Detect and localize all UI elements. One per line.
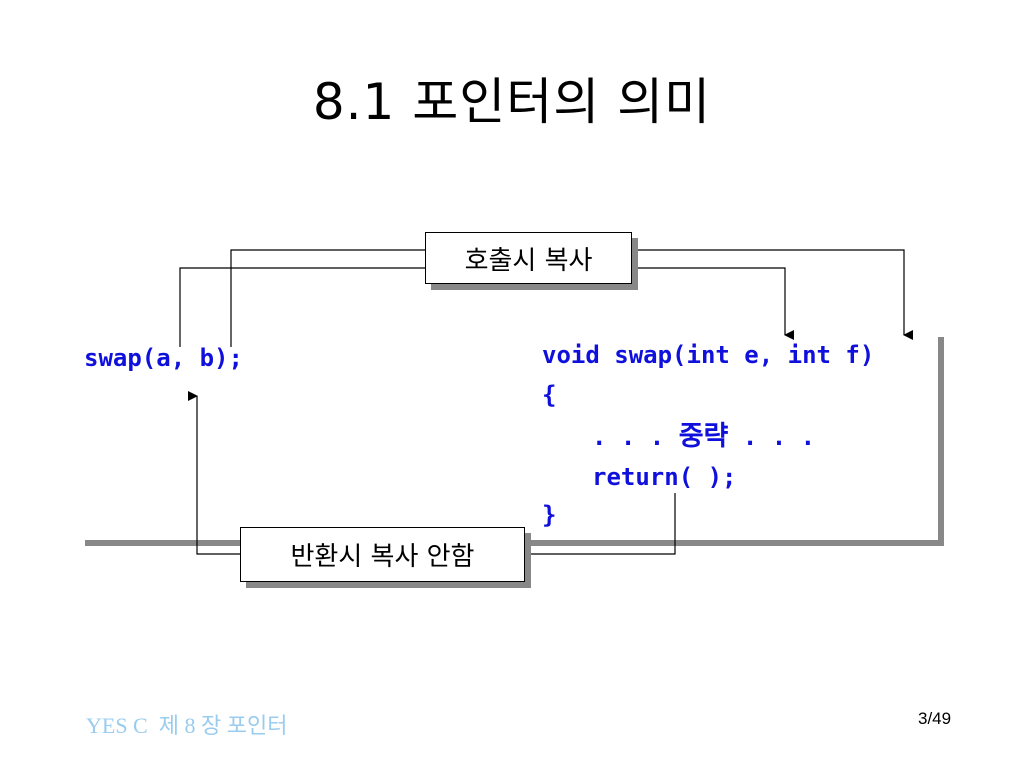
callee-signature: void swap(int e, int f) (542, 341, 875, 369)
caller-code: swap(a, b); (84, 344, 243, 372)
callee-return: return( ); (592, 463, 737, 491)
callee-close-brace: } (542, 501, 557, 529)
return-no-copy-label: 반환시 복사 안함 (240, 527, 525, 582)
call-arrow-e (630, 267, 794, 340)
call-copy-label: 호출시 복사 (425, 232, 632, 284)
slide-title: 8.1 포인터의 의미 (312, 73, 712, 131)
return-arrow (188, 391, 240, 555)
call-arrow-f (630, 249, 913, 340)
footer-chapter: YES C 제 8 장 포인터 (86, 713, 288, 738)
callee-open-brace: { (542, 381, 557, 409)
body-prefix: . . . (592, 423, 679, 451)
callee-body-line: . . . 중략 . . . (592, 422, 815, 452)
page-number: 3/49 (918, 709, 952, 728)
return-line (522, 493, 676, 555)
body-suffix: . . . (728, 423, 816, 451)
call-line-a (179, 267, 433, 347)
body-omitted: 중략 (678, 421, 729, 452)
call-line-b (230, 249, 433, 347)
